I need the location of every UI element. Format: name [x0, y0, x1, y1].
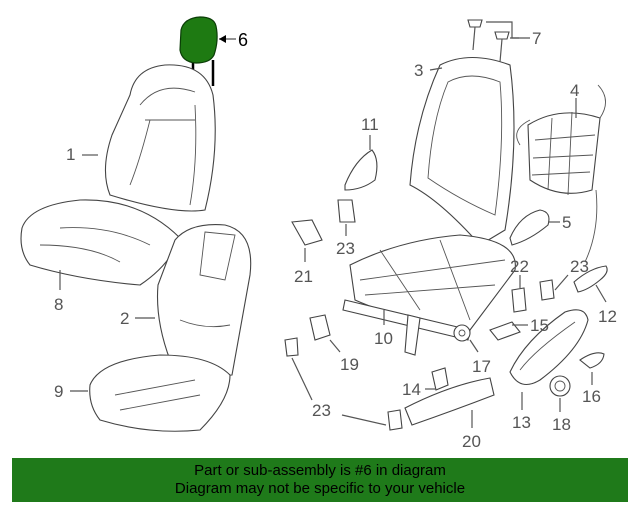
side-shield-part[interactable]: [344, 149, 378, 191]
callout-6-arrow: [219, 35, 226, 43]
callout-3-label[interactable]: 3: [414, 61, 423, 80]
callout-12-leader: [595, 284, 607, 303]
callout-15-label[interactable]: 15: [530, 316, 549, 335]
callout-23-label-upper[interactable]: 23: [336, 239, 355, 258]
bracket-part-left[interactable]: [284, 337, 299, 357]
seat-track-part[interactable]: [342, 234, 516, 356]
callout-23b-leader: [554, 274, 569, 291]
release-handle-part[interactable]: [573, 265, 608, 293]
callout-12-label[interactable]: 12: [598, 307, 617, 326]
callout-18-label[interactable]: 18: [552, 415, 571, 434]
headrest-part[interactable]: [179, 16, 218, 86]
bracket-part-upper[interactable]: [337, 199, 356, 223]
clip-part[interactable]: [291, 219, 323, 246]
bracket-part-lower[interactable]: [387, 409, 403, 431]
callout-7-label[interactable]: 7: [532, 29, 541, 48]
callout-10-label[interactable]: 10: [374, 329, 393, 348]
seatback-pad-part[interactable]: [157, 224, 252, 376]
pivot-bracket-part[interactable]: [511, 287, 527, 313]
callout-8-label[interactable]: 8: [54, 295, 63, 314]
callout-23-label-lower[interactable]: 23: [312, 401, 331, 420]
callout-22-label[interactable]: 22: [510, 257, 529, 276]
callout-9-label[interactable]: 9: [54, 382, 63, 401]
knob-part[interactable]: [549, 375, 571, 397]
cushion-cover-part[interactable]: [20, 199, 181, 286]
harness-part[interactable]: [489, 321, 521, 341]
lumbar-support-part[interactable]: [516, 84, 606, 263]
bracket-part-right[interactable]: [539, 279, 555, 301]
recliner-cover-part[interactable]: [509, 209, 550, 246]
callout-19-leader: [329, 339, 341, 353]
callout-21-label[interactable]: 21: [294, 267, 313, 286]
motor-part[interactable]: [453, 324, 471, 342]
seatback-frame-part[interactable]: [409, 57, 515, 246]
callout-6-label[interactable]: 6: [238, 30, 248, 50]
callout-20-label[interactable]: 20: [462, 432, 481, 451]
callout-11-label[interactable]: 11: [361, 115, 379, 134]
cushion-pad-part[interactable]: [89, 354, 231, 432]
callout-2-label[interactable]: 2: [120, 309, 129, 328]
banner-line-1: Part or sub-assembly is #6 in diagram: [194, 462, 446, 479]
side-shield-trim-part[interactable]: [509, 309, 589, 386]
callout-19-label[interactable]: 19: [340, 355, 359, 374]
callout-14-label[interactable]: 14: [402, 380, 421, 399]
callout-23c-leader-a: [291, 357, 313, 401]
callout-16-label[interactable]: 16: [582, 387, 601, 406]
seatback-cover-part[interactable]: [104, 64, 216, 212]
banner-line-2: Diagram may not be specific to your vehi…: [174, 480, 466, 497]
callout-17-label[interactable]: 17: [472, 357, 491, 376]
info-banner: Part or sub-assembly is #6 in diagram Di…: [12, 458, 628, 502]
callout-5-label[interactable]: 5: [562, 213, 571, 232]
callout-4-label[interactable]: 4: [570, 81, 579, 100]
callout-1-label[interactable]: 1: [66, 145, 75, 164]
outer-shield-part[interactable]: [404, 377, 495, 426]
switch-part[interactable]: [579, 352, 605, 369]
callout-23-label-right[interactable]: 23: [570, 257, 589, 276]
latch-part[interactable]: [309, 314, 331, 341]
callout-17-leader: [469, 339, 479, 353]
callout-13-label[interactable]: 13: [512, 413, 531, 432]
callout-3-leader: [429, 67, 443, 71]
bolt-part[interactable]: [467, 19, 510, 63]
link-part[interactable]: [431, 367, 449, 391]
parts-diagram: 6 1 2 3 4 5 7 8 9 10 11 12 13 14 15 16 1…: [20, 16, 617, 451]
callout-23c-leader-b: [341, 414, 387, 426]
